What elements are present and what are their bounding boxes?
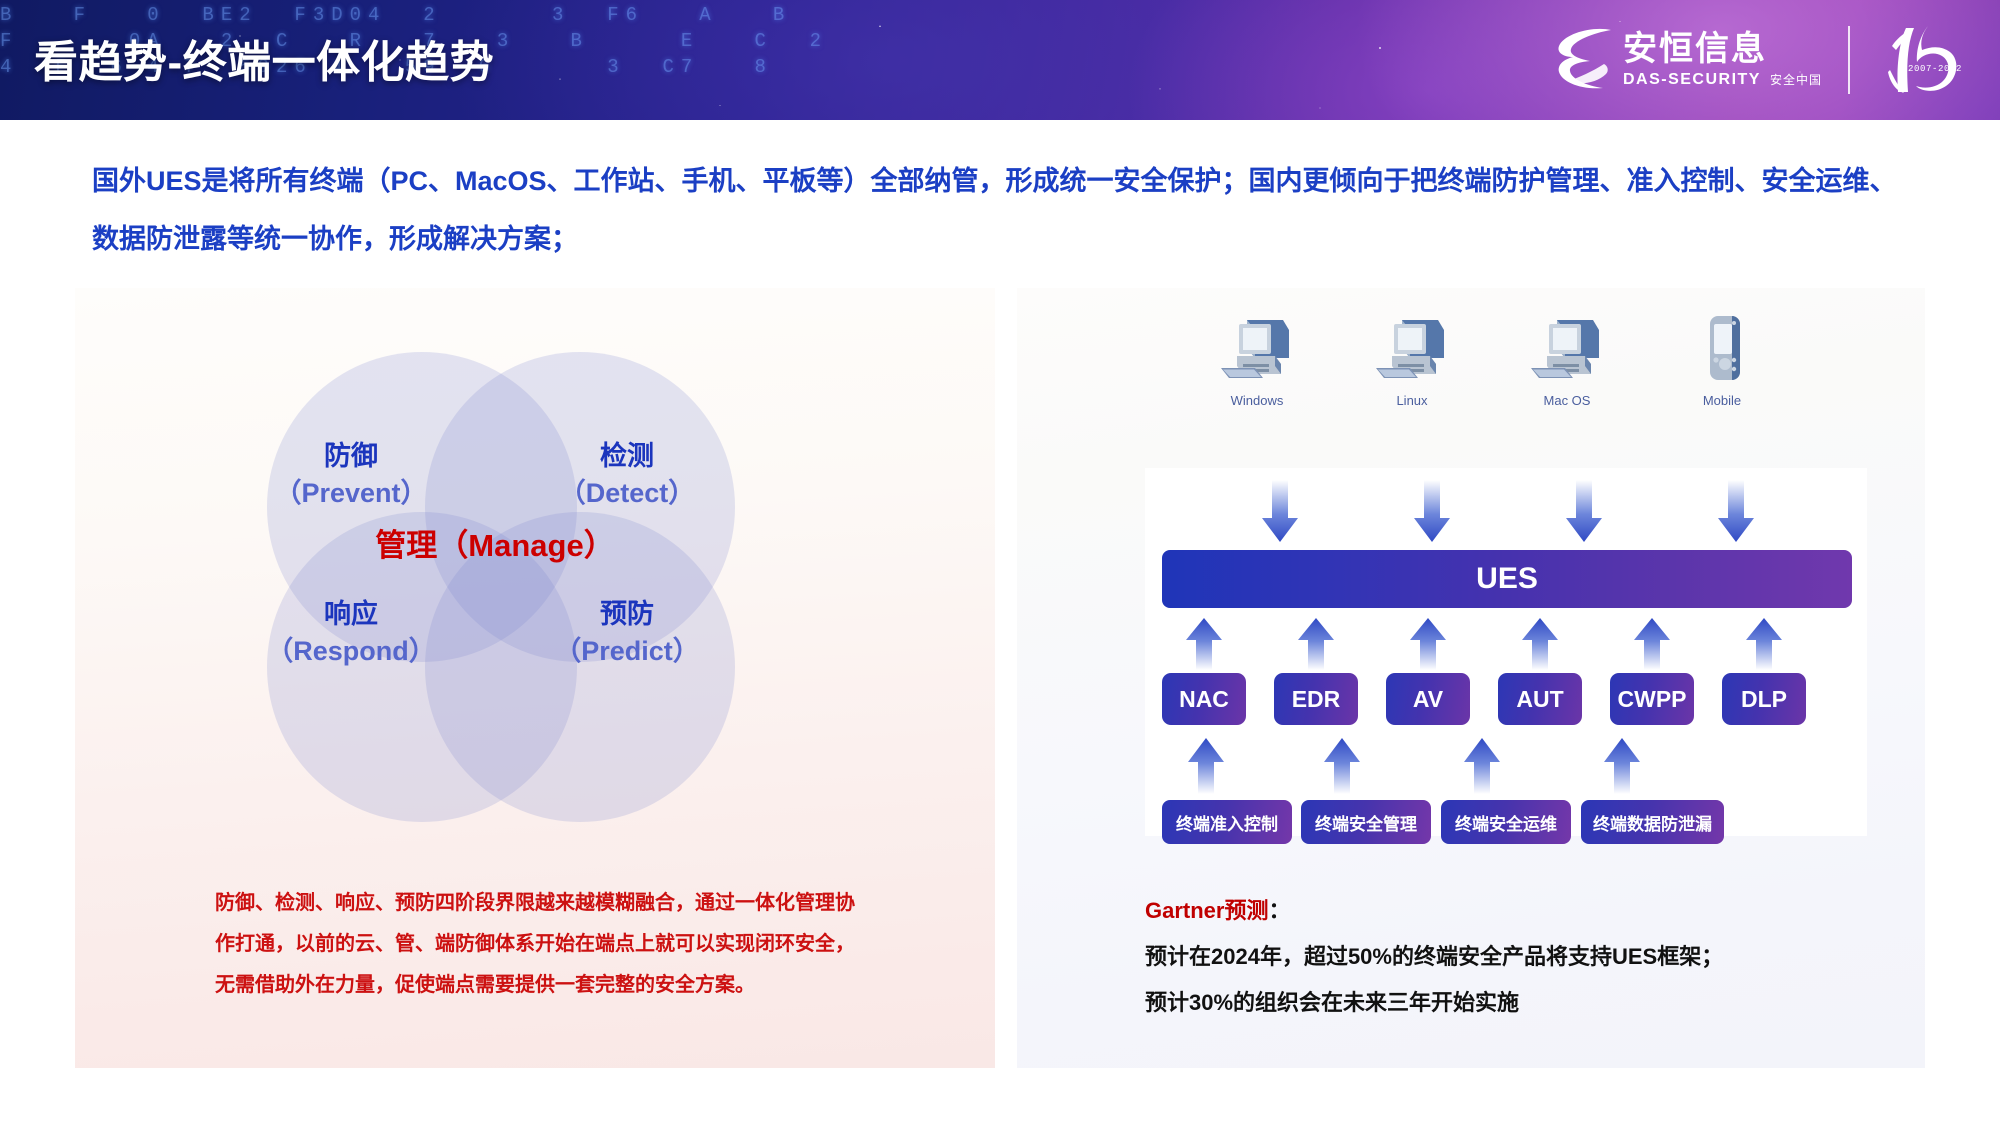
- product-nac[interactable]: NAC: [1162, 673, 1246, 725]
- device-linux: Linux: [1352, 314, 1472, 408]
- gartner-heading-text: Gartner预测: [1145, 898, 1269, 923]
- product-cwpp[interactable]: CWPP: [1610, 673, 1694, 725]
- logo-divider: [1848, 26, 1850, 94]
- mobile-phone-icon: [1710, 316, 1740, 380]
- logo-company-en: DAS-SECURITY: [1622, 71, 1761, 88]
- gartner-forecast: Gartner预测： 预计在2024年，超过50%的终端安全产品将支持UES框架…: [1145, 888, 1885, 1026]
- diagram-backdrop: [1145, 468, 1867, 836]
- up-arrow-security-management: [1324, 738, 1360, 794]
- device-label-mobile: Mobile: [1702, 393, 1742, 408]
- gartner-line-1: 预计在2024年，超过50%的终端安全产品将支持UES框架；: [1145, 944, 1724, 969]
- brand-logo: 安恒信息 DAS-SECURITY 安全中国 2007-2022: [1553, 18, 1972, 102]
- venn-circle-prevent: [267, 352, 577, 662]
- device-windows: Windows: [1197, 314, 1317, 408]
- left-panel: 防御 （Prevent） 检测 （Detect） 响应 （Respond） 预防…: [75, 288, 995, 1068]
- up-arrows-capabilities-group: [1188, 738, 1640, 794]
- down-arrow-mobile: [1718, 480, 1754, 542]
- venn-label-detect-en: （Detect）: [558, 478, 696, 508]
- venn-label-respond-en: （Respond）: [266, 636, 436, 666]
- right-panel: Windows Linux: [1017, 288, 1925, 1068]
- down-arrow-linux: [1414, 480, 1450, 542]
- desktop-computer-icon: [1221, 320, 1289, 378]
- venn-label-respond-cn: 响应: [324, 599, 378, 629]
- page-header: B F 0 BE2 F3D04 2 3 F6 A B F 0A 2 C R 7 …: [0, 0, 2000, 120]
- device-row: Windows Linux: [1197, 314, 1817, 444]
- device-mobile: Mobile: [1662, 314, 1782, 408]
- capability-row: 终端准入控制 终端安全管理 终端安全运维 终端数据防泄漏: [1162, 800, 1852, 844]
- device-label-macos: Mac OS: [1543, 393, 1591, 408]
- capability-security-management[interactable]: 终端安全管理: [1301, 800, 1431, 844]
- up-arrow-access-control: [1188, 738, 1224, 794]
- logo-primary: 安恒信息 DAS-SECURITY 安全中国: [1553, 24, 1822, 96]
- product-dlp[interactable]: DLP: [1722, 673, 1806, 725]
- header-starfield-decoration: [0, 0, 2000, 120]
- venn-label-prevent-en: （Prevent）: [274, 478, 428, 508]
- device-label-windows: Windows: [1230, 393, 1284, 408]
- venn-circle-detect: [425, 352, 735, 662]
- up-arrow-security-ops: [1464, 738, 1500, 794]
- down-arrow-windows: [1262, 480, 1298, 542]
- das-swoosh-logo-icon: [1558, 28, 1611, 89]
- venn-circle-predict: [425, 512, 735, 822]
- device-label-linux: Linux: [1396, 393, 1428, 408]
- header-code-texture: B F 0 BE2 F3D04 2 3 F6 A B F 0A 2 C R 7 …: [0, 4, 821, 78]
- anniversary-15-icon: [1888, 26, 1957, 93]
- lead-paragraph: 国外UES是将所有终端（PC、MacOS、工作站、手机、平板等）全部纳管，形成统…: [92, 166, 1897, 254]
- product-edr[interactable]: EDR: [1274, 673, 1358, 725]
- anniversary-years: 2007-2022: [1908, 64, 1963, 74]
- up-arrow-data-leak-prevention: [1604, 738, 1640, 794]
- anniversary-mark: 2007-2022: [1876, 20, 1972, 100]
- ues-bar[interactable]: UES: [1162, 550, 1852, 608]
- up-arrows-products-group: [1186, 618, 1782, 670]
- venn-label-predict: 预防 （Predict）: [507, 596, 747, 670]
- venn-diagram: 防御 （Prevent） 检测 （Detect） 响应 （Respond） 预防…: [235, 330, 755, 850]
- desktop-computer-icon: [1531, 320, 1599, 378]
- device-macos: Mac OS: [1507, 314, 1627, 408]
- gartner-heading-colon: ：: [1268, 898, 1291, 923]
- gartner-line-2: 预计30%的组织会在未来三年开始实施: [1145, 990, 1520, 1015]
- logo-company-cn: 安恒信息: [1622, 30, 1767, 68]
- venn-label-respond: 响应 （Respond）: [231, 596, 471, 670]
- desktop-computer-icon: [1376, 320, 1444, 378]
- venn-label-predict-en: （Predict）: [554, 636, 700, 666]
- logo-text-block: 安恒信息 DAS-SECURITY 安全中国: [1623, 24, 1822, 89]
- product-row: NAC EDR AV AUT CWPP DLP: [1162, 673, 1852, 725]
- venn-label-predict-cn: 预防: [600, 599, 654, 629]
- down-arrow-macos: [1566, 480, 1602, 542]
- left-panel-note: 防御、检测、响应、预防四阶段界限越来越模糊融合，通过一体化管理协作打通，以前的云…: [215, 892, 855, 996]
- up-arrow-av: [1410, 618, 1446, 670]
- product-aut[interactable]: AUT: [1498, 673, 1582, 725]
- up-arrow-nac: [1186, 618, 1222, 670]
- logo-company-en-cn: 安全中国: [1769, 73, 1822, 87]
- capability-access-control[interactable]: 终端准入控制: [1162, 800, 1292, 844]
- venn-label-prevent: 防御 （Prevent）: [231, 438, 471, 512]
- venn-label-prevent-cn: 防御: [324, 441, 378, 471]
- venn-circle-respond: [267, 512, 577, 822]
- page-title: 看趋势-终端一体化趋势: [34, 38, 495, 87]
- logo-subtitle: DAS-SECURITY 安全中国: [1623, 71, 1822, 89]
- venn-label-detect: 检测 （Detect）: [507, 438, 747, 512]
- up-arrow-cwpp: [1634, 618, 1670, 670]
- down-arrows-group: [1262, 480, 1754, 542]
- up-arrow-aut: [1522, 618, 1558, 670]
- up-arrow-edr: [1298, 618, 1334, 670]
- capability-data-leak-prevention[interactable]: 终端数据防泄漏: [1581, 800, 1724, 844]
- venn-label-detect-cn: 检测: [600, 441, 654, 471]
- venn-center-label: 管理（Manage）: [375, 528, 615, 563]
- gartner-heading: Gartner预测：: [1145, 888, 1885, 934]
- capability-security-operations[interactable]: 终端安全运维: [1441, 800, 1571, 844]
- up-arrow-dlp: [1746, 618, 1782, 670]
- product-av[interactable]: AV: [1386, 673, 1470, 725]
